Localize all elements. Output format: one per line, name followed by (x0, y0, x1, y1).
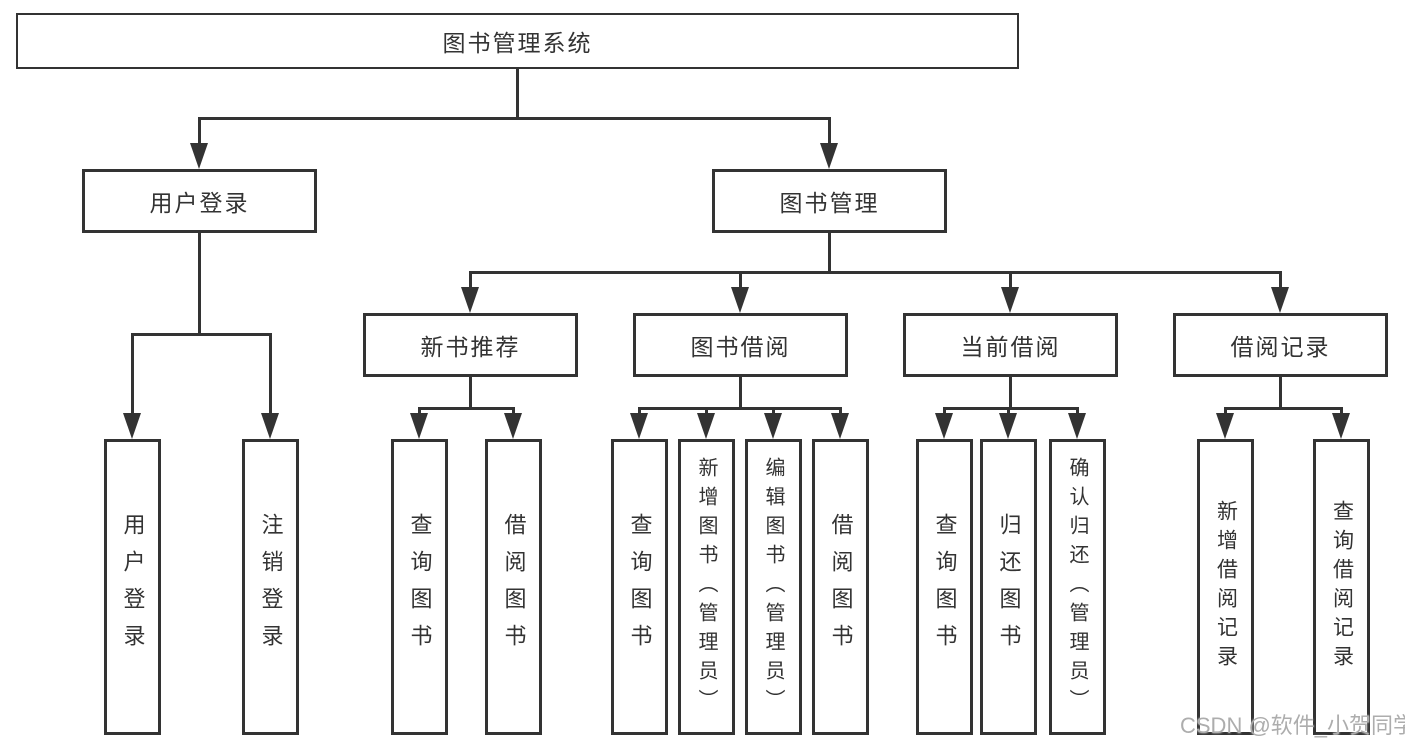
node-label: 新增图书（管理员） (695, 456, 717, 718)
arrow-down-icon (999, 413, 1017, 439)
connector-drop (131, 333, 134, 415)
connector-drop (512, 407, 515, 416)
node-root: 图书管理系统 (16, 13, 1019, 69)
node-label: 归还图书 (996, 513, 1022, 661)
leaf-query-books-3: 查询图书 (916, 439, 973, 735)
connector-drop (469, 271, 472, 289)
node-user-login: 用户登录 (82, 169, 317, 233)
arrow-down-icon (461, 287, 479, 313)
connector-drop (839, 407, 842, 416)
connector-drop (198, 117, 201, 145)
connector-new-book-recommend-stem (469, 375, 472, 408)
connector-drop (1076, 407, 1079, 416)
arrow-down-icon (190, 143, 208, 169)
node-label: 编辑图书（管理员） (762, 456, 784, 718)
node-new-book-recommend: 新书推荐 (363, 313, 578, 377)
node-book-borrowing: 图书借阅 (633, 313, 848, 377)
leaf-confirm-return: 确认归还（管理员） (1049, 439, 1106, 735)
leaf-query-books-1: 查询图书 (391, 439, 448, 735)
leaf-edit-books: 编辑图书（管理员） (745, 439, 802, 735)
connector-drop (705, 407, 708, 416)
leaf-return-books: 归还图书 (980, 439, 1037, 735)
leaf-add-borrow-record: 新增借阅记录 (1197, 439, 1254, 735)
arrow-down-icon (1332, 413, 1350, 439)
node-label: 图书管理系统 (442, 30, 593, 56)
arrow-down-icon (1271, 287, 1289, 313)
leaf-user-login: 用户登录 (104, 439, 161, 735)
arrow-down-icon (731, 287, 749, 313)
arrow-down-icon (1068, 413, 1086, 439)
leaf-query-borrow-record: 查询借阅记录 (1313, 439, 1370, 735)
connector-drop (739, 271, 742, 289)
node-label: 图书借阅 (690, 334, 791, 360)
arrow-down-icon (935, 413, 953, 439)
node-label: 借阅图书 (828, 513, 854, 661)
connector-user-login-stem (198, 233, 201, 335)
connector-drop (1007, 407, 1010, 416)
node-label: 查询图书 (407, 513, 433, 661)
connector-book-borrowing-stem (739, 375, 742, 408)
arrow-down-icon (1001, 287, 1019, 313)
node-label: 新增借阅记录 (1214, 500, 1238, 674)
arrow-down-icon (123, 413, 141, 439)
node-label: 用户登录 (120, 513, 146, 661)
connector-current-borrowing-rail (943, 407, 1079, 410)
csdn-watermark: CSDN @软件_小贺同学 (1180, 713, 1405, 738)
node-label: 注销登录 (258, 513, 284, 661)
connector-level3-rail (469, 271, 1282, 274)
connector-drop (638, 407, 641, 416)
arrow-down-icon (764, 413, 782, 439)
leaf-borrow-books-2: 借阅图书 (812, 439, 869, 735)
leaf-borrow-books-1: 借阅图书 (485, 439, 542, 735)
node-book-management: 图书管理 (712, 169, 947, 233)
node-label: 借阅图书 (501, 513, 527, 661)
node-label: 图书管理 (779, 190, 880, 216)
arrow-down-icon (261, 413, 279, 439)
connector-drop (1009, 271, 1012, 289)
connector-drop (1224, 407, 1227, 416)
arrow-down-icon (504, 413, 522, 439)
connector-root-stem (516, 69, 519, 118)
leaf-add-books: 新增图书（管理员） (678, 439, 735, 735)
node-label: 当前借阅 (960, 334, 1061, 360)
node-label: 查询借阅记录 (1330, 500, 1354, 674)
leaf-logout: 注销登录 (242, 439, 299, 735)
connector-user-login-rail (131, 333, 272, 336)
connector-borrowing-records-stem (1279, 375, 1282, 408)
arrow-down-icon (820, 143, 838, 169)
connector-drop (772, 407, 775, 416)
arrow-down-icon (831, 413, 849, 439)
connector-new-book-recommend-rail (418, 407, 515, 410)
node-label: 查询图书 (932, 513, 958, 661)
connector-level2-rail (198, 117, 831, 120)
connector-drop (828, 117, 831, 145)
connector-drop (1340, 407, 1343, 416)
arrow-down-icon (410, 413, 428, 439)
node-borrowing-records: 借阅记录 (1173, 313, 1388, 377)
arrow-down-icon (697, 413, 715, 439)
node-label: 查询图书 (627, 513, 653, 661)
connector-book-borrowing-rail (638, 407, 842, 410)
node-label: 新书推荐 (420, 334, 521, 360)
node-current-borrowing: 当前借阅 (903, 313, 1118, 377)
connector-borrowing-records-rail (1224, 407, 1342, 410)
connector-drop (1279, 271, 1282, 289)
connector-drop (943, 407, 946, 416)
connector-drop (269, 333, 272, 415)
node-label: 用户登录 (149, 190, 250, 216)
node-label: 借阅记录 (1230, 334, 1331, 360)
arrow-down-icon (1216, 413, 1234, 439)
node-label: 确认归还（管理员） (1066, 456, 1088, 718)
leaf-query-books-2: 查询图书 (611, 439, 668, 735)
connector-book-management-stem (828, 233, 831, 273)
arrow-down-icon (630, 413, 648, 439)
connector-current-borrowing-stem (1009, 375, 1012, 408)
connector-drop (418, 407, 421, 416)
